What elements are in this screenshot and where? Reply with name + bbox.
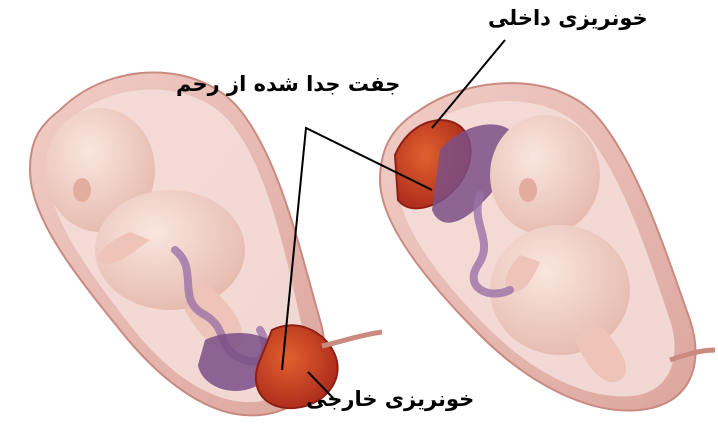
left-uterus xyxy=(30,73,382,416)
internal-bleeding-label: خونریزی داخلی xyxy=(488,6,648,30)
left-cervix xyxy=(322,332,382,346)
right-fetus-ear xyxy=(519,178,537,202)
left-fetus-ear xyxy=(73,178,91,202)
external-bleeding-label: خونریزی خارجی xyxy=(306,387,474,411)
right-uterus xyxy=(380,83,715,410)
detached-placenta-label: جفت جدا شده از رحم xyxy=(176,72,400,96)
right-fetus-head xyxy=(490,115,600,235)
